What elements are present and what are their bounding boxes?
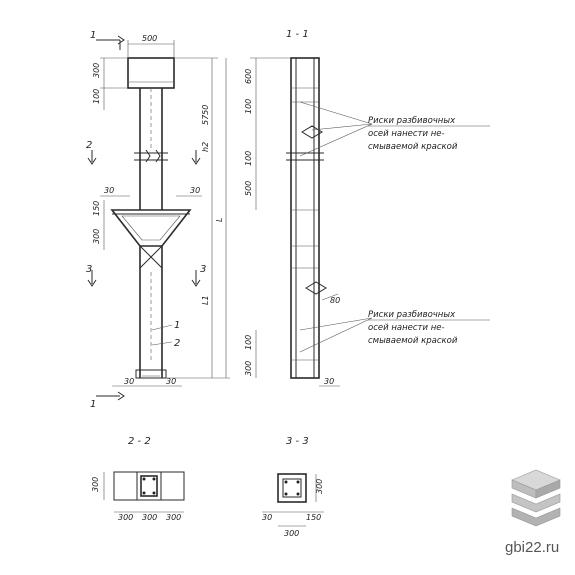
dim-2-2-300a: 300 bbox=[118, 513, 133, 522]
side-dimensions: 600 100 100 500 100 300 30 80 bbox=[244, 57, 340, 387]
dim-300b: 300 bbox=[92, 229, 101, 244]
section-2-2-drawing: 300 300 300 300 bbox=[91, 471, 185, 522]
section-3-3-drawing: 300 30 150 300 bbox=[262, 473, 324, 538]
dim-side-500: 500 bbox=[244, 181, 253, 196]
note-top: Риски разбивочных осей нанести не- смыва… bbox=[368, 116, 490, 152]
dim-side-100b: 100 bbox=[244, 151, 253, 166]
main-dimensions: 500 300 100 5750 h2 L L1 30 30 150 300 3… bbox=[92, 34, 230, 387]
dim-side-80: 80 bbox=[330, 296, 340, 305]
marker-top bbox=[301, 125, 323, 139]
dim-2-2-300b: 300 bbox=[142, 513, 157, 522]
dim-side-600: 600 bbox=[244, 69, 253, 84]
dim-width-500: 500 bbox=[142, 34, 157, 43]
section-1-top: 1 bbox=[90, 30, 96, 41]
dim-30-bl: 30 bbox=[124, 377, 134, 386]
dim-side-100c: 100 bbox=[244, 335, 253, 350]
note-bottom: Риски разбивочных осей нанести не- смыва… bbox=[368, 310, 490, 346]
corbel bbox=[110, 209, 192, 247]
section-2-left: 2 bbox=[86, 140, 92, 151]
section-3-right: 3 bbox=[200, 264, 206, 275]
dim-5750: 5750 bbox=[201, 105, 210, 125]
dim-30-right: 30 bbox=[190, 186, 200, 195]
section-3-3-title: 3 - 3 bbox=[286, 436, 309, 447]
watermark-text: gbi22.ru bbox=[505, 539, 559, 556]
svg-text:Риски разбивочных: Риски разбивочных bbox=[368, 116, 456, 126]
dim-3-3-150: 150 bbox=[306, 513, 321, 522]
watermark-logo bbox=[511, 469, 561, 527]
dim-l: L bbox=[215, 218, 224, 222]
callout-1: 1 bbox=[174, 320, 180, 331]
view-title-1-1: 1 - 1 bbox=[286, 29, 309, 40]
marker-bottom bbox=[305, 281, 327, 295]
column-base bbox=[135, 369, 167, 379]
dim-3-3-30: 30 bbox=[262, 513, 272, 522]
section-1-bottom: 1 bbox=[90, 399, 96, 410]
note-leaders bbox=[299, 101, 373, 353]
dim-30-left: 30 bbox=[104, 186, 114, 195]
dim-h2: h2 bbox=[201, 142, 210, 152]
dim-side-30: 30 bbox=[324, 377, 334, 386]
column-head bbox=[127, 57, 175, 89]
section-3-left: 3 bbox=[86, 264, 92, 275]
dim-3-3-300v: 300 bbox=[315, 479, 324, 494]
column-front-view: 1 2 bbox=[110, 57, 192, 379]
svg-text:смываемой краской: смываемой краской bbox=[368, 336, 458, 346]
dim-side-300: 300 bbox=[244, 361, 253, 376]
svg-text:осей нанести не-: осей нанести не- bbox=[368, 129, 445, 139]
dim-100: 100 bbox=[92, 89, 101, 104]
callout-2: 2 bbox=[174, 338, 180, 349]
column-side-view bbox=[286, 57, 327, 379]
dim-l1: L1 bbox=[201, 295, 210, 305]
dim-3-3-300h: 300 bbox=[284, 529, 299, 538]
dim-150: 150 bbox=[92, 201, 101, 216]
rebar-cage bbox=[140, 475, 158, 497]
dim-2-2-300v: 300 bbox=[91, 477, 100, 492]
dim-2-2-300c: 300 bbox=[166, 513, 181, 522]
break-mark bbox=[134, 152, 168, 161]
dim-30-br: 30 bbox=[166, 377, 176, 386]
svg-text:смываемой краской: смываемой краской bbox=[368, 142, 458, 152]
side-outline bbox=[290, 57, 320, 379]
section-2-2-title: 2 - 2 bbox=[128, 436, 151, 447]
svg-text:осей нанести не-: осей нанести не- bbox=[368, 323, 445, 333]
section-markers: 1 1 2 3 3 bbox=[86, 30, 206, 410]
dim-side-100a: 100 bbox=[244, 99, 253, 114]
dim-300: 300 bbox=[92, 63, 101, 78]
svg-text:Риски разбивочных: Риски разбивочных bbox=[368, 310, 456, 320]
